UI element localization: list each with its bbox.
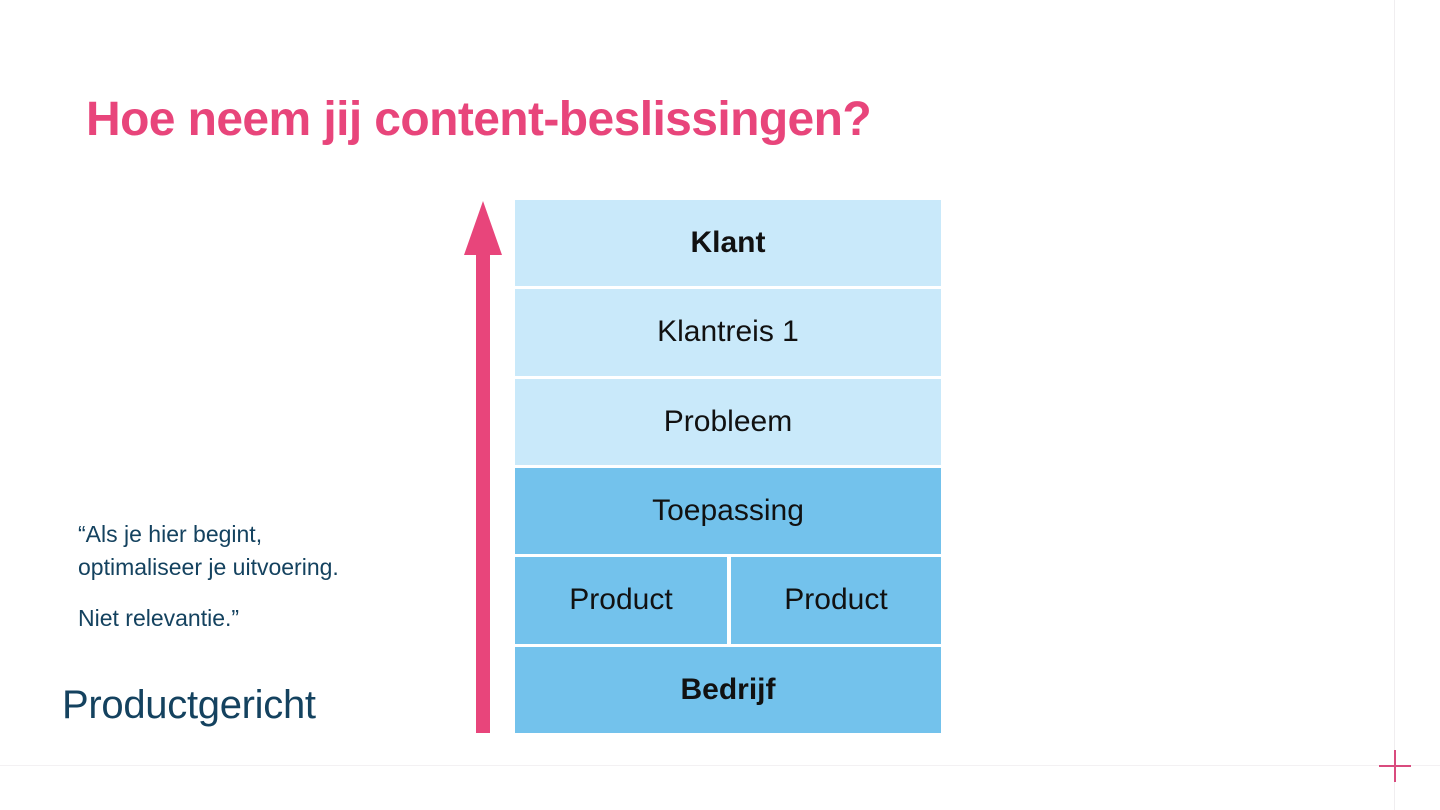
stack-cell-product-left[interactable]: Product: [515, 557, 727, 644]
stack-row-label: Bedrijf: [680, 672, 776, 706]
stack-cell-label: Product: [569, 583, 673, 617]
stack-row-label: Klantreis 1: [657, 315, 799, 349]
stack-row-label: Klant: [690, 226, 766, 260]
quote-spacer: [78, 584, 438, 602]
quote-block: “Als je hier begint, optimaliseer je uit…: [78, 518, 438, 635]
stack-row-probleem[interactable]: Probleem: [515, 378, 941, 465]
stack-cell-product-right[interactable]: Product: [731, 557, 941, 644]
upward-arrow-shape: [464, 201, 502, 733]
quote-line-3: Niet relevantie.”: [78, 605, 240, 631]
registration-crosshair-icon: [1379, 750, 1411, 782]
stack-cell-label: Product: [784, 583, 888, 617]
stack-row-bedrijf[interactable]: Bedrijf: [515, 646, 941, 733]
stack-row-klantreis[interactable]: Klantreis 1: [515, 289, 941, 376]
stack-row-label: Toepassing: [652, 494, 804, 528]
quote-line-2: optimaliseer je uitvoering.: [78, 554, 339, 580]
stack-row-toepassing[interactable]: Toepassing: [515, 467, 941, 555]
guide-line-vertical: [1394, 0, 1395, 810]
layer-stack: Klant Klantreis 1 Probleem Toepassing Pr…: [515, 200, 941, 733]
bottom-left-label: Productgericht: [62, 683, 316, 727]
stack-row-klant[interactable]: Klant: [515, 200, 941, 287]
guide-line-horizontal: [0, 765, 1440, 766]
upward-arrow-icon: [462, 198, 504, 735]
stack-row-product: Product Product: [515, 557, 941, 644]
quote-line-1: “Als je hier begint,: [78, 521, 263, 547]
stack-row-label: Probleem: [663, 404, 793, 438]
page-title: Hoe neem jij content-beslissingen?: [86, 93, 872, 146]
